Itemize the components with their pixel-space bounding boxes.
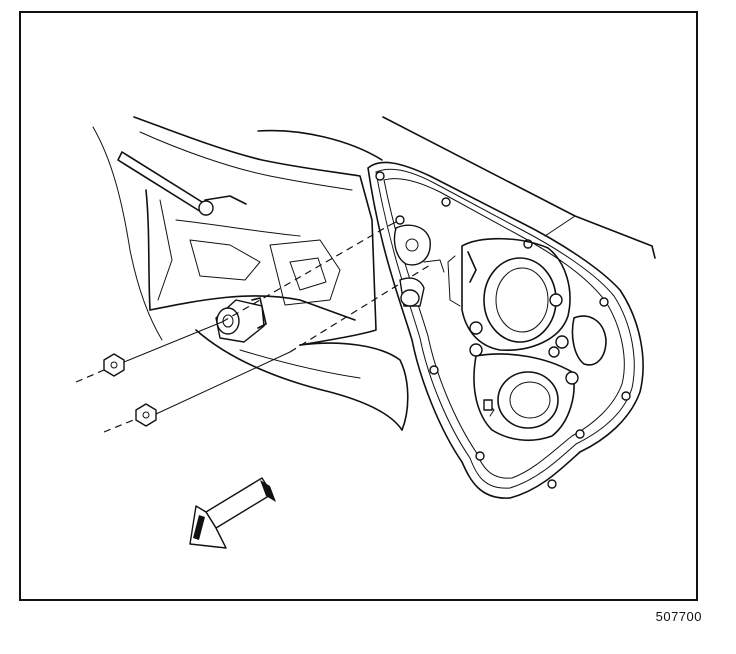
left-nut-upper xyxy=(103,353,125,377)
door-latch-area xyxy=(393,224,445,307)
left-nut-lower xyxy=(135,403,157,427)
inner-door-shell xyxy=(117,116,409,431)
figure-reference-number: 507700 xyxy=(655,609,702,624)
direction-arrow xyxy=(189,477,276,549)
figure-frame xyxy=(19,11,698,601)
door-inner-panel xyxy=(367,161,644,499)
panel-bolts xyxy=(469,293,579,417)
speaker-openings xyxy=(447,237,607,442)
regulator-motor xyxy=(215,297,267,343)
vehicle-body-outline xyxy=(92,116,656,341)
